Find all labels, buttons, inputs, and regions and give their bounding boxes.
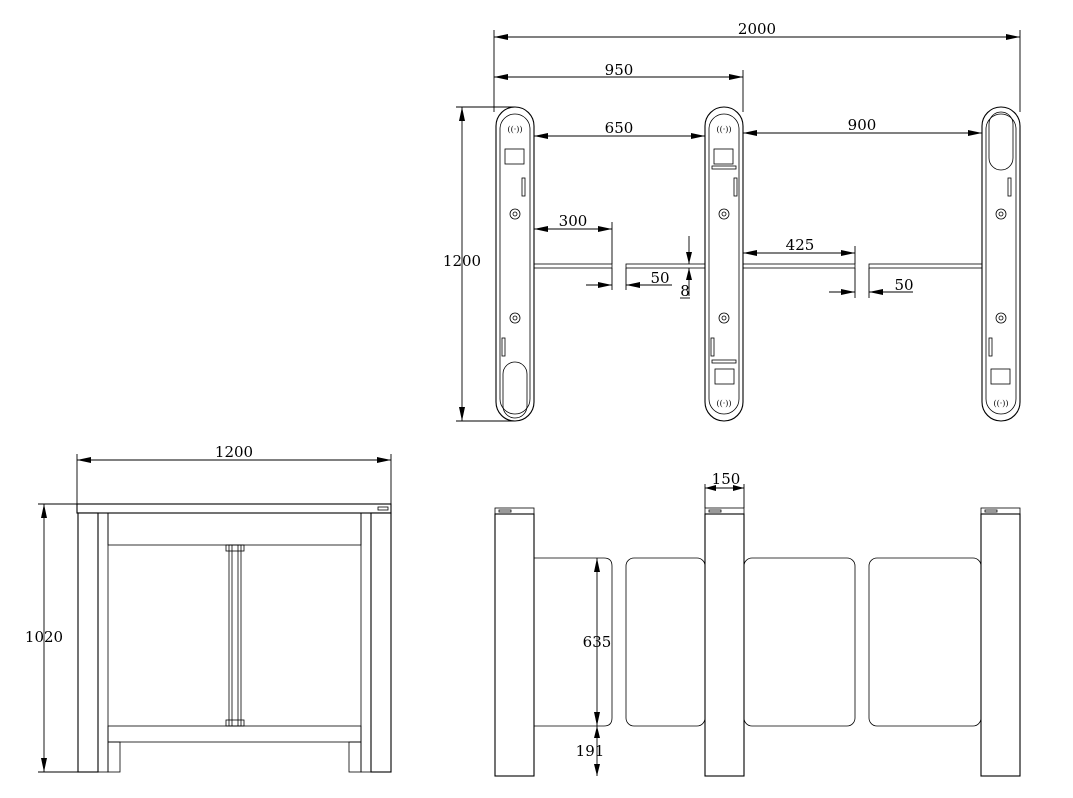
svg-text:425: 425 — [786, 236, 815, 254]
svg-text:1020: 1020 — [25, 628, 63, 646]
post-right-front — [980, 507, 1021, 777]
wing-left-a — [533, 263, 613, 269]
rfid-icon: ((·)) — [507, 125, 522, 134]
svg-text:((·)): ((·)) — [507, 125, 522, 134]
dim-thickness: 8 — [680, 236, 692, 300]
wing-left-b — [625, 263, 706, 269]
post-left-top — [495, 106, 535, 422]
top-view: ((·)) ((·)) ((·)) — [443, 20, 1021, 422]
svg-text:50: 50 — [894, 276, 913, 294]
glass-wing-1 — [534, 557, 613, 727]
rfid-icon: ((·)) — [716, 125, 731, 134]
svg-text:50: 50 — [650, 269, 669, 287]
wing-right-b — [868, 263, 983, 269]
rfid-icon: ((·)) — [716, 399, 731, 408]
dim-lane-wide: 900 — [743, 116, 982, 136]
svg-text:((·)): ((·)) — [993, 399, 1008, 408]
dim-wing-left: 300 — [534, 212, 613, 264]
dim-side-width: 1200 — [76, 443, 392, 504]
post-right-top — [981, 106, 1021, 422]
dim-gap-left: 50 — [586, 268, 672, 290]
svg-text:191: 191 — [576, 742, 605, 760]
dim-post-length: 1200 — [443, 106, 515, 422]
svg-text:2000: 2000 — [738, 20, 776, 38]
svg-text:8: 8 — [680, 282, 690, 300]
dim-front-post-width: 150 — [704, 470, 745, 508]
svg-text:1200: 1200 — [443, 252, 481, 270]
dim-lane-narrow: 650 — [534, 119, 705, 139]
post-middle-top — [704, 106, 744, 422]
svg-text:((·)): ((·)) — [716, 125, 731, 134]
svg-text:((·)): ((·)) — [716, 399, 731, 408]
glass-wing-2 — [625, 557, 706, 727]
dim-overall-width: 2000 — [493, 20, 1021, 112]
post-middle-front — [704, 507, 745, 777]
wing-right-a — [742, 263, 856, 269]
svg-text:300: 300 — [559, 212, 588, 230]
dim-glass-height: 635 — [583, 558, 612, 726]
post-left-front — [494, 507, 535, 777]
svg-text:635: 635 — [583, 633, 612, 651]
dim-glass-bottom: 191 — [576, 726, 605, 776]
glass-wing-4 — [868, 557, 982, 727]
svg-text:950: 950 — [605, 61, 634, 79]
svg-text:150: 150 — [712, 470, 741, 488]
side-view: 1200 1020 — [25, 443, 392, 773]
svg-text:650: 650 — [605, 119, 634, 137]
dim-wing-right: 425 — [743, 236, 856, 264]
dim-gap-right: 50 — [829, 268, 914, 298]
dim-center-spacing: 950 — [494, 61, 744, 112]
front-view: 150 635 191 — [494, 470, 1021, 777]
svg-text:1200: 1200 — [215, 443, 253, 461]
glass-wing-3 — [743, 557, 856, 727]
rfid-icon: ((·)) — [993, 399, 1008, 408]
svg-text:900: 900 — [848, 116, 877, 134]
dim-side-height: 1020 — [25, 503, 78, 773]
